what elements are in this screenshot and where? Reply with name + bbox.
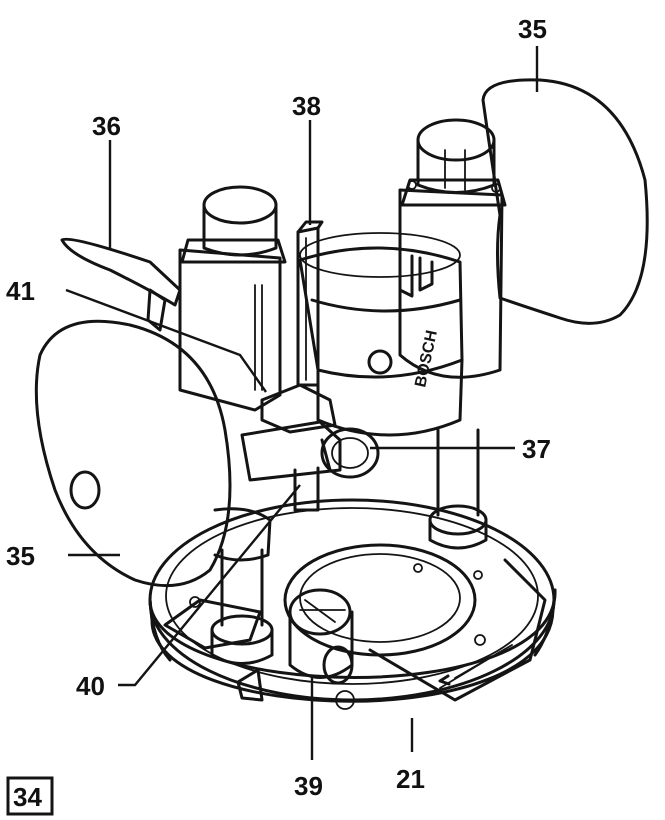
callout-38: 38 bbox=[292, 91, 321, 121]
depth-stop-rod bbox=[296, 220, 324, 387]
callout-39: 39 bbox=[294, 771, 323, 801]
callout-labels: 35 36 38 41 37 35 40 39 21 bbox=[6, 14, 551, 801]
base-plate bbox=[148, 498, 557, 710]
callout-21: 21 bbox=[396, 764, 425, 794]
figure-number-box: 34 bbox=[6, 776, 54, 816]
callout-40: 40 bbox=[76, 671, 105, 701]
callout-35-top: 35 bbox=[518, 14, 547, 44]
callout-41: 41 bbox=[6, 276, 35, 306]
leader-lines bbox=[65, 46, 539, 760]
handle-right bbox=[481, 78, 649, 325]
callout-37: 37 bbox=[522, 434, 551, 464]
lock-knob bbox=[320, 427, 380, 479]
callout-35-left: 35 bbox=[6, 541, 35, 571]
right-column-housing bbox=[398, 118, 507, 379]
brand-mark: BOSCH bbox=[412, 329, 441, 389]
release-lever bbox=[60, 237, 182, 332]
depth-stop-turret bbox=[288, 588, 354, 685]
left-column-housing bbox=[178, 185, 287, 412]
handle-left bbox=[34, 319, 272, 588]
callout-36: 36 bbox=[92, 111, 121, 141]
plunge-columns bbox=[210, 428, 488, 665]
figure-number: 34 bbox=[13, 782, 42, 812]
motor-housing-ring: BOSCH bbox=[298, 232, 464, 437]
